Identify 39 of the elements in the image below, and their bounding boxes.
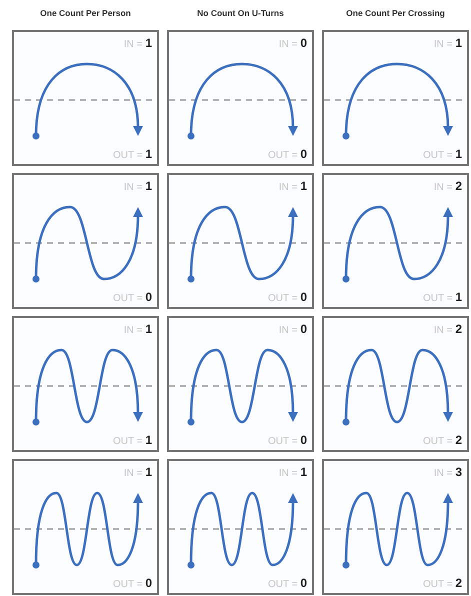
in-count: IN = 3 [434,465,462,479]
out-count: OUT = 1 [422,290,462,304]
panel [322,459,469,595]
in-count: IN = 0 [278,36,307,50]
out-count: OUT = 1 [112,433,152,447]
panel [12,459,159,595]
panel [167,30,314,166]
column-heading: One Count Per Person [39,8,132,18]
out-count: OUT = 0 [112,290,152,304]
column-heading: No Count On U-Turns [196,8,285,18]
column-heading: One Count Per Crossing [345,8,446,18]
out-count: OUT = 1 [422,147,462,161]
out-count: OUT = 2 [422,576,462,590]
in-count: IN = 1 [124,465,152,479]
out-count: OUT = 2 [422,433,462,447]
out-count: OUT = 1 [112,147,152,161]
panel [322,173,469,309]
in-count: IN = 1 [278,465,307,479]
in-count: IN = 1 [124,322,152,336]
out-count: OUT = 0 [112,576,152,590]
in-count: IN = 1 [124,36,152,50]
panel [167,173,314,309]
in-count: IN = 2 [434,322,462,336]
panel [12,316,159,452]
out-count: OUT = 0 [268,147,307,161]
in-count: IN = 0 [278,322,307,336]
in-count: IN = 1 [124,179,152,193]
in-count: IN = 2 [434,179,462,193]
panel [167,459,314,595]
out-count: OUT = 0 [268,433,307,447]
out-count: OUT = 0 [268,290,307,304]
panel [322,30,469,166]
panel [322,316,469,452]
in-count: IN = 1 [434,36,462,50]
panel [12,30,159,166]
out-count: OUT = 0 [268,576,307,590]
panel [12,173,159,309]
panel [167,316,314,452]
in-count: IN = 1 [278,179,307,193]
